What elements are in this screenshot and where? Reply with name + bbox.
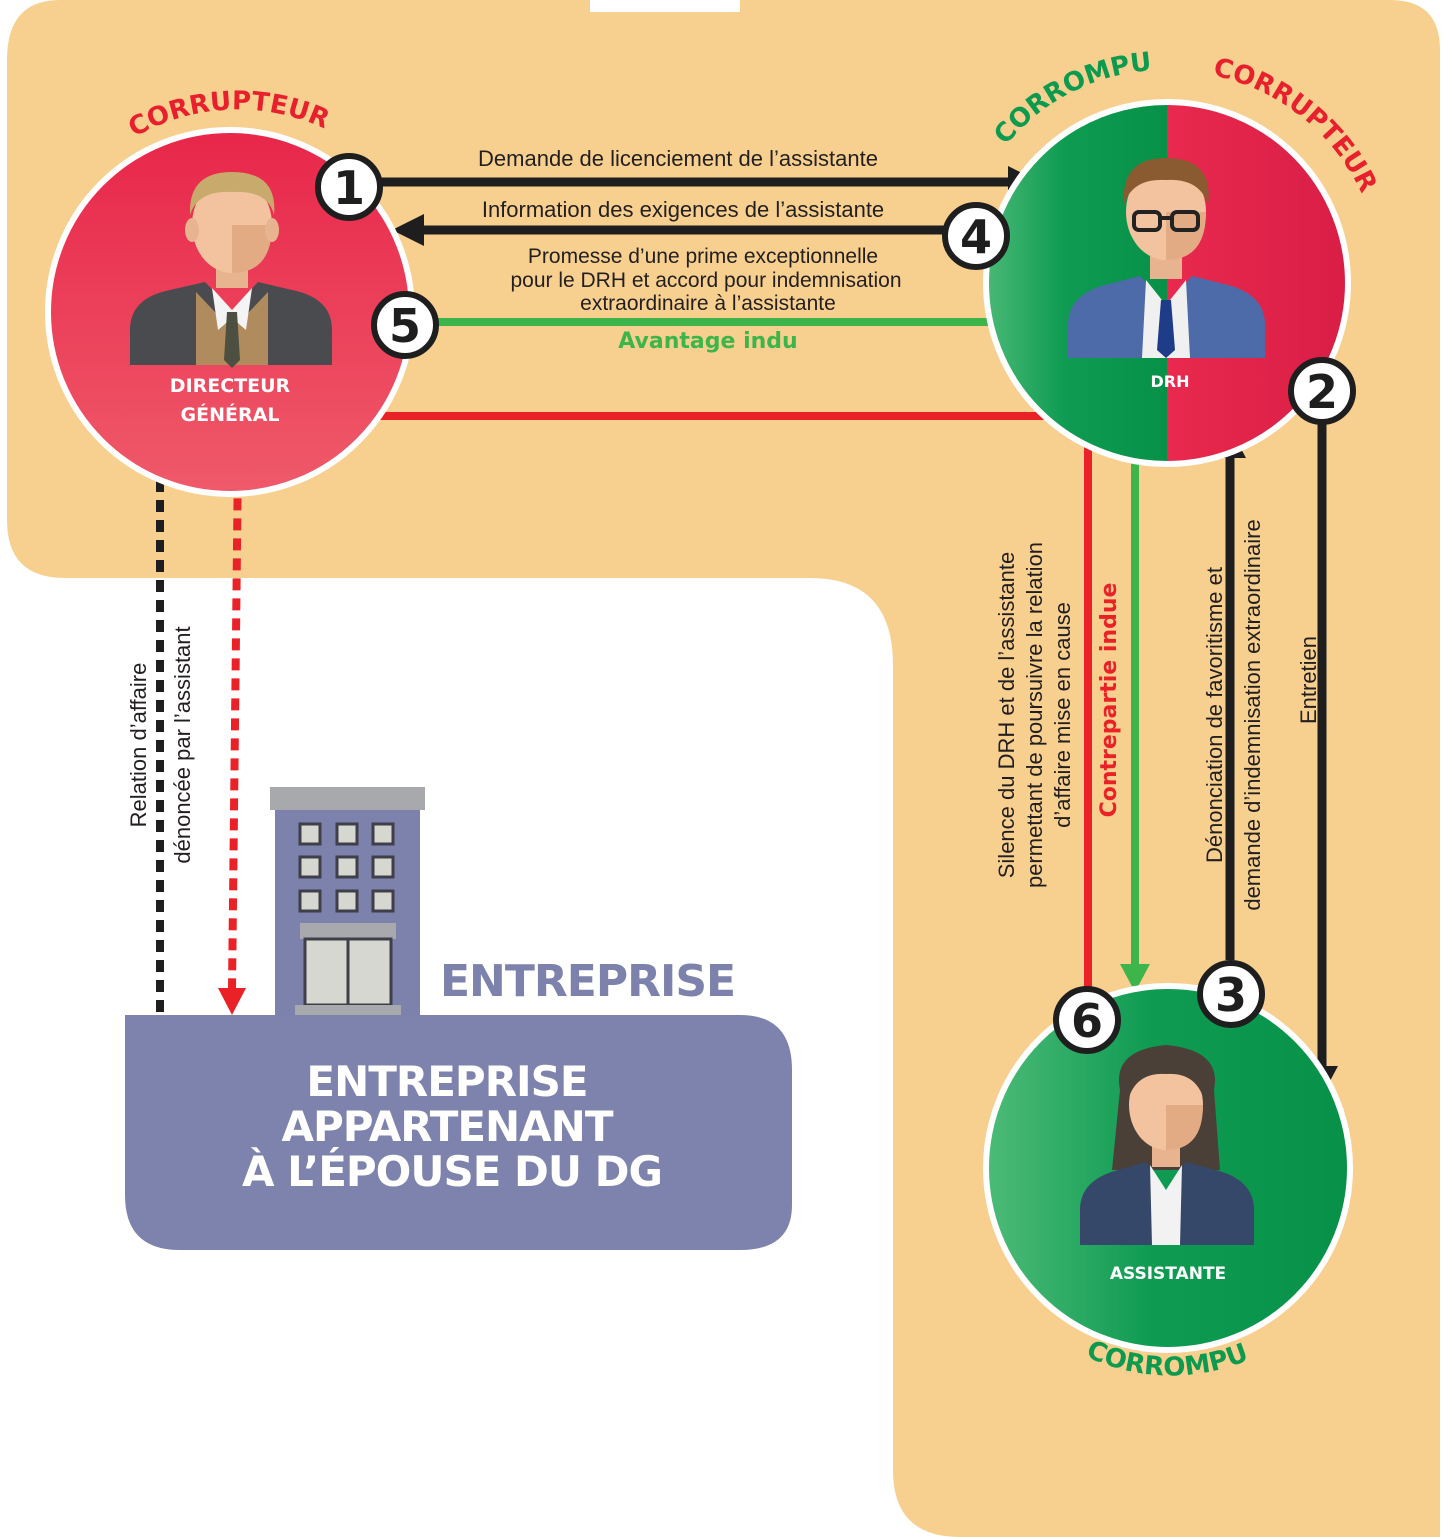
- drh-name: DRH: [1151, 372, 1190, 391]
- svg-text:1: 1: [333, 161, 365, 215]
- flow-5-line3: extraordinaire à l’assistante: [580, 292, 836, 315]
- assistante-node: ASSISTANTE: [983, 983, 1353, 1353]
- flow-1-label: Demande de licenciement de l’assistante: [478, 146, 878, 171]
- woman-icon: [1080, 1045, 1254, 1245]
- svg-text:5: 5: [389, 299, 421, 353]
- dg-relation-line1: Relation d’affaire: [126, 663, 151, 828]
- enterprise-box: ENTREPRISE APPARTENANT À L’ÉPOUSE DU DG: [125, 1015, 792, 1250]
- enterprise-box-line3: À L’ÉPOUSE DU DG: [242, 1146, 662, 1196]
- dg-node: DIRECTEUR GÉNÉRAL: [45, 127, 415, 497]
- businessman-icon: [130, 172, 332, 368]
- step-badge-1: 1: [315, 153, 383, 221]
- office-building-icon: [270, 787, 425, 1020]
- dg-name-line1: DIRECTEUR: [170, 375, 291, 397]
- flow-6-line2: permettant de poursuivre la relation: [1022, 542, 1047, 888]
- step-badge-4: 4: [942, 202, 1010, 270]
- enterprise-box-line2: APPARTENANT: [282, 1102, 614, 1151]
- flow-5-line1: Promesse d’une prime exceptionnelle: [528, 245, 878, 268]
- flow-5-tag: Avantage indu: [618, 329, 797, 354]
- svg-text:3: 3: [1215, 968, 1247, 1022]
- step-badge-2: 2: [1288, 357, 1356, 425]
- flow-4-label: Information des exigences de l’assistant…: [482, 197, 884, 222]
- dg-relation-line2: dénoncée par l’assistant: [170, 626, 195, 863]
- flow-3-line1: Dénonciation de favoritisme et: [1202, 567, 1227, 863]
- svg-text:4: 4: [960, 210, 992, 264]
- svg-text:6: 6: [1071, 994, 1103, 1048]
- step-badge-5: 5: [371, 291, 439, 359]
- enterprise-box-line1: ENTREPRISE: [306, 1057, 587, 1106]
- step-badge-3: 3: [1197, 960, 1265, 1028]
- flow-2-label: Entretien: [1296, 636, 1321, 724]
- arrow-step-4: [392, 214, 980, 246]
- step-badge-6: 6: [1053, 986, 1121, 1054]
- svg-text:2: 2: [1306, 365, 1338, 419]
- flow-5-line2: pour le DRH et accord pour indemnisation: [510, 269, 901, 292]
- arrow-dg-to-enterprise: [218, 412, 352, 1015]
- man-with-glasses-icon: [1068, 158, 1265, 358]
- flow-3-line2: demande d’indemnisation extraordinaire: [1240, 519, 1265, 910]
- flow-6-line1: Silence du DRH et de l’assistante: [994, 552, 1019, 879]
- flow-6-line3: d’affaire mise en cause: [1050, 602, 1075, 828]
- assistante-name: ASSISTANTE: [1110, 1264, 1226, 1284]
- enterprise-building-label: ENTREPRISE: [440, 956, 735, 1007]
- dg-name-line2: GÉNÉRAL: [181, 403, 280, 426]
- flow-6-tag: Contrepartie indue: [1097, 583, 1122, 818]
